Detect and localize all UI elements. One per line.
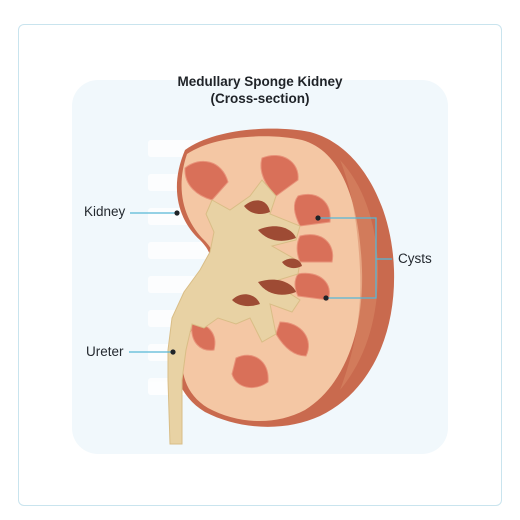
cyst [232,294,260,307]
cysts-bracket [318,217,377,299]
pyramid [231,354,269,389]
pyramid [296,234,334,263]
cyst [282,258,302,269]
pyramid [275,321,309,357]
diagram-subtitle: (Cross-section) [210,91,310,106]
pyramid [184,160,229,201]
leader-dots [170,210,329,355]
cyst [258,279,296,295]
cysts-label: Cysts [398,251,432,266]
pyramid [294,272,330,301]
kidney-label: Kidney [84,204,126,219]
renal-pelvis [167,179,301,445]
renal-pyramids [184,155,334,389]
cysts [232,200,302,307]
ureter-label: Ureter [86,344,124,359]
cyst [244,200,270,214]
diagram-title: Medullary Sponge Kidney [177,74,343,89]
pyramid [260,155,299,197]
cyst [258,226,296,241]
leader-lines [129,212,392,353]
